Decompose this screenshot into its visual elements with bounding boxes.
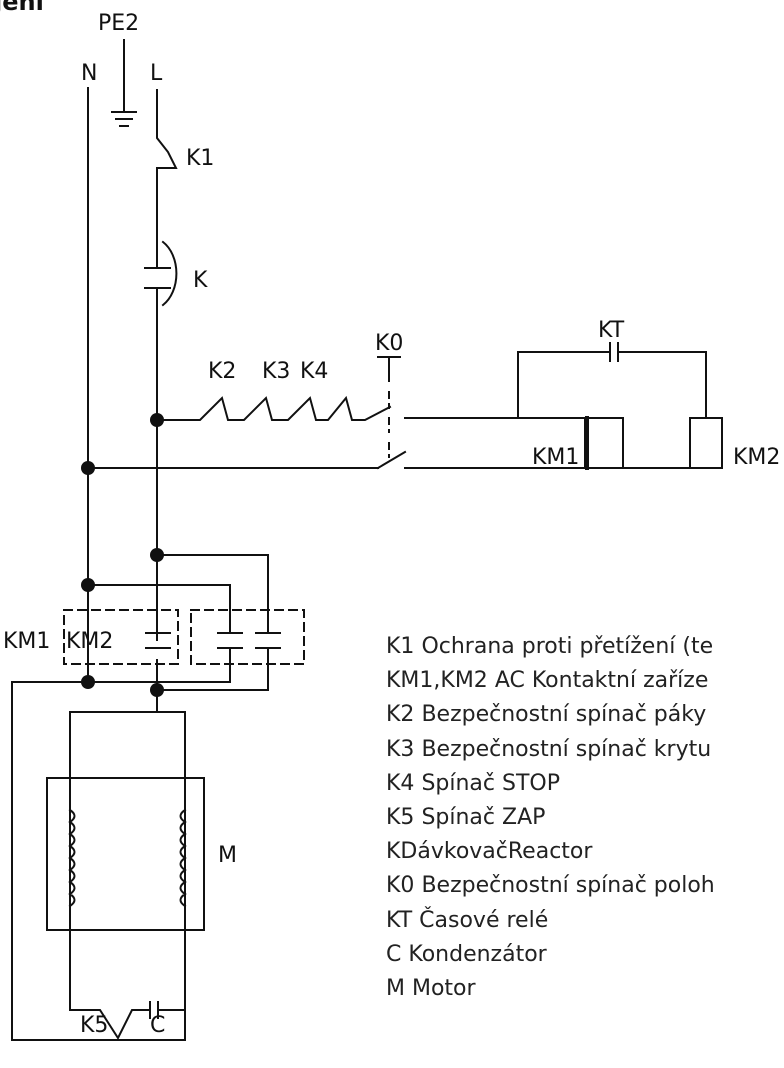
legend-code: C [386,941,402,967]
kt-label: KT [598,318,625,343]
motor-block [11,681,205,1041]
k2-label: K2 [208,359,236,384]
kt-timer-contact [517,342,707,419]
legend-code: K1 [386,634,415,659]
legend-code: K2 [386,702,415,728]
legend-item: KT Časové relé [386,904,784,938]
m-label: M [218,843,237,868]
legend-code: K3 [386,736,415,762]
legend-item: K2 Bezpečnostní spínač páky [386,698,784,732]
legend-description: Bezpečnostní spínač krytu [421,736,712,762]
page-heading: jení [0,0,44,16]
legend-description: Bezpečnostní spínač poloh [421,873,715,899]
legend-item: K0 Bezpečnostní spínač poloh [386,869,784,903]
pe2-label: PE2 [98,11,139,36]
legend-item: KM1,KM2 AC Kontaktní zaříze [386,664,784,698]
legend-code: M [386,976,405,1002]
legend-description: Spínač STOP [421,770,560,796]
legend-description: Spínač ZAP [421,805,546,831]
legend-code: KT [386,907,413,933]
k0-label: K0 [375,331,403,356]
k0-switch [377,356,584,458]
legend-item: K1 Ochrana proti přetížení (te [386,630,784,664]
km1-km2-contact-box-left [63,609,179,665]
legend-item: KDávkovačReactor [386,835,784,869]
km2-left-label: KM2 [66,629,113,654]
legend-code: K5 [386,805,415,831]
pe2-ground-symbol [111,39,137,127]
k-label: K [193,268,208,293]
k4-label: K4 [300,359,328,384]
k2-k3-k4-switch-chain [156,395,392,421]
l-label: L [150,61,163,86]
c-label: C [150,1013,165,1038]
k-contact-symbol [144,240,178,307]
legend-code: K0 [386,873,415,899]
legend-item: M Motor [386,972,784,1006]
legend-description: Kondenzátor [408,941,547,967]
legend-description: Časové relé [419,907,549,933]
km1-left-label: KM1 [3,629,50,654]
km-contact-plates [145,632,281,649]
k5-switch-and-capacitor [69,1001,186,1041]
km1-label: KM1 [532,445,579,470]
legend-code: KM1,KM2 [386,668,488,694]
k1-overload-contact [156,129,178,169]
lower-control-line [87,450,691,470]
legend-code: K4 [386,770,415,796]
legend-description: Motor [411,976,476,1002]
n-label: N [81,61,97,86]
km2-label: KM2 [733,445,780,470]
legend-item: K4 Spínač STOP [386,767,784,801]
junction-dots [81,413,164,697]
legend-item: K5 Spínač ZAP [386,801,784,835]
legend-item: K3 Bezpečnostní spínač krytu [386,733,784,767]
legend-description: AC Kontaktní zaříze [494,668,709,694]
k5-label: K5 [80,1013,108,1038]
legend-description: Ochrana proti přetížení (te [421,634,714,659]
legend-item: C Kondenzátor [386,938,784,972]
k1-label: K1 [186,146,214,171]
k3-label: K3 [262,359,290,384]
legend-description: Bezpečnostní spínač páky [421,702,707,728]
km1-coil [584,416,624,470]
km2-coil [689,417,723,469]
km-cross-wiring [87,554,269,691]
legend-code: KDávkovačReactor [386,839,593,865]
km-contact-box-right [190,609,305,665]
